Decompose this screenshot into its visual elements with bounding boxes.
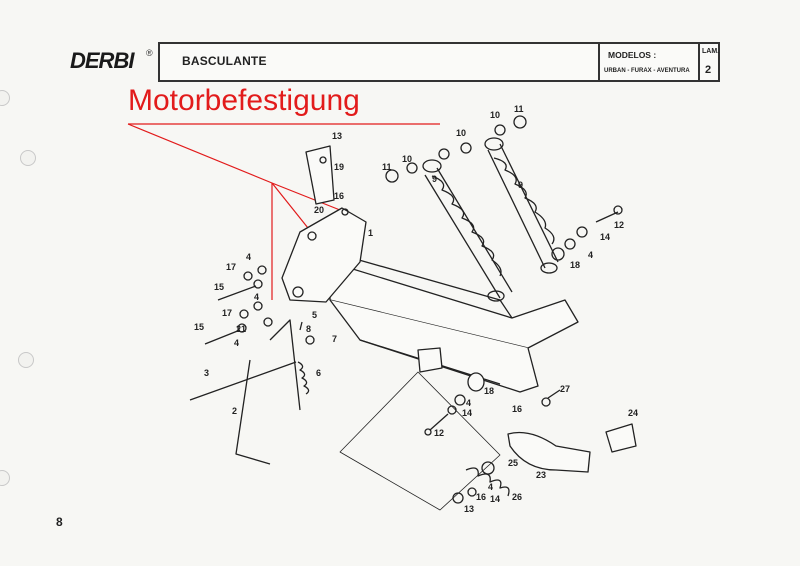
page-number: 8 xyxy=(56,515,63,529)
part-number-label: 3 xyxy=(204,368,209,378)
lam-cell: LAM. 2 xyxy=(698,44,720,80)
part-number-label: 15 xyxy=(214,282,224,292)
models-value: URBAN - FURAX - AVENTURA xyxy=(604,68,690,74)
part-number-label: 4 xyxy=(488,482,493,492)
part-number-label: 25 xyxy=(508,458,518,468)
part-number-label: 16 xyxy=(334,191,344,201)
part-number-label: 27 xyxy=(560,384,570,394)
part-number-label: 21 xyxy=(236,324,246,334)
part-number-label: 20 xyxy=(314,205,324,215)
part-number-label: 18 xyxy=(484,386,494,396)
brake-pedal xyxy=(507,431,591,473)
part-number-label: 17 xyxy=(226,262,236,272)
models-cell: MODELOS : URBAN - FURAX - AVENTURA xyxy=(598,44,698,80)
binder-hole xyxy=(18,352,34,368)
annotation-label: Motorbefestigung xyxy=(128,84,360,117)
part-number-label: 10 xyxy=(490,110,500,120)
part-number-label: 24 xyxy=(628,408,638,418)
part-number-label: 18 xyxy=(570,260,580,270)
drawing-title: BASCULANTE xyxy=(182,54,267,68)
part-number-label: 23 xyxy=(536,470,546,480)
pivot-plate xyxy=(281,207,367,303)
title-block: BASCULANTE MODELOS : URBAN - FURAX - AVE… xyxy=(158,42,720,82)
part-number-label: 5 xyxy=(312,310,317,320)
part-number-label: 14 xyxy=(600,232,610,242)
annotation-leader-lines xyxy=(127,123,440,300)
part-number-label: 10 xyxy=(402,154,412,164)
part-number-label: 2 xyxy=(232,406,237,416)
part-number-label: 9 xyxy=(432,174,437,184)
brand-logo: DERBI xyxy=(70,48,134,73)
lam-label: LAM. xyxy=(702,48,720,55)
part-number-label: 16 xyxy=(512,404,522,414)
models-label: MODELOS : xyxy=(608,50,657,60)
part-number-label: 12 xyxy=(434,428,444,438)
part-number-label: 17 xyxy=(222,308,232,318)
part-number-label: 14 xyxy=(462,408,472,418)
part-number-label: 9 xyxy=(518,180,523,190)
part-number-label: 4 xyxy=(234,338,239,348)
part-number-label: 15 xyxy=(194,322,204,332)
part-number-label: 13 xyxy=(464,504,474,514)
binder-hole xyxy=(20,150,36,166)
lam-value: 2 xyxy=(705,64,712,76)
part-number-label: 11 xyxy=(382,162,392,172)
part-number-label: 6 xyxy=(316,368,321,378)
part-number-label: 13 xyxy=(332,131,342,141)
part-number-label: 26 xyxy=(512,492,522,502)
part-number-label: 16 xyxy=(476,492,486,502)
shock-absorber-right xyxy=(484,137,559,274)
part-number-label: 1 xyxy=(368,228,373,238)
part-number-label: 14 xyxy=(490,494,500,504)
part-number-label: 7 xyxy=(332,334,337,344)
part-number-label: 12 xyxy=(614,220,624,230)
part-number-label: 4 xyxy=(246,252,251,262)
part-number-label: 11 xyxy=(514,104,524,114)
stand-rod xyxy=(189,361,297,401)
shock-absorber-left xyxy=(422,159,513,302)
part-number-label: 4 xyxy=(466,398,471,408)
side-stand xyxy=(235,359,271,465)
brand-registered-icon: ® xyxy=(146,48,153,58)
part-number-label: 8 xyxy=(306,324,311,334)
swingarm-lower-beam xyxy=(329,299,539,393)
engine-bracket xyxy=(305,145,335,205)
part-number-label: 4 xyxy=(588,250,593,260)
part-number-label: 19 xyxy=(334,162,344,172)
part-number-label: 10 xyxy=(456,128,466,138)
part-number-label: 4 xyxy=(254,292,259,302)
spring xyxy=(297,361,310,395)
